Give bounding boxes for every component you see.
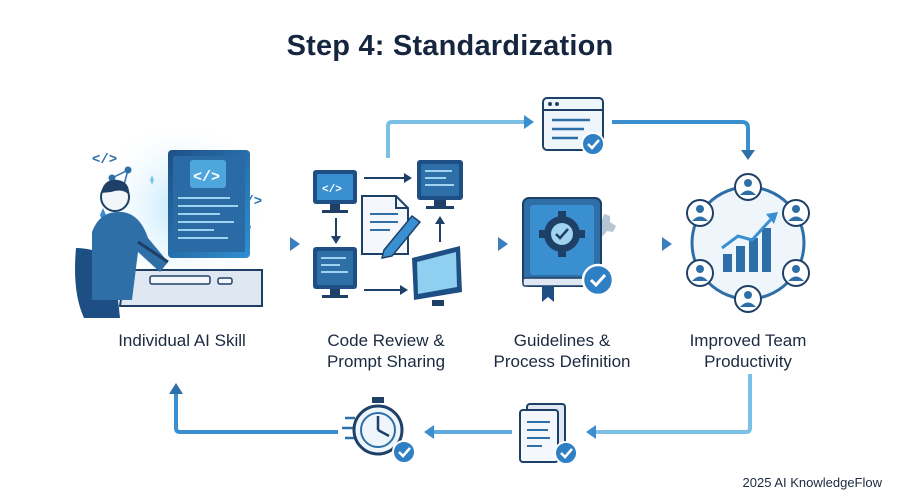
document-check-icon — [542, 97, 605, 156]
stage-label-line: Productivity — [704, 352, 792, 371]
team-member-icon — [734, 173, 762, 201]
developer-illustration-icon: </> </> </> — [75, 115, 270, 318]
flow-arrow — [386, 115, 534, 158]
stage-label-line: Improved Team — [689, 331, 807, 350]
guidelines-book-icon — [522, 197, 616, 302]
stage-label-guidelines: Guidelines & Process Definition — [472, 330, 652, 372]
flow-arrow — [474, 237, 508, 251]
team-member-icon — [782, 199, 810, 227]
stage-label-line: Process Definition — [493, 352, 631, 371]
code-review-cycle-icon: </> — [313, 160, 463, 306]
stopwatch-icon — [342, 397, 416, 464]
team-productivity-icon — [686, 173, 810, 313]
flow-arrow — [612, 120, 755, 160]
flow-arrow — [586, 374, 752, 439]
flow-arrow — [622, 237, 672, 251]
flow-arrow — [169, 383, 338, 434]
stage-label-line: Guidelines & — [513, 331, 611, 350]
flow-arrow — [424, 425, 512, 439]
code-symbol-icon: </> — [193, 169, 220, 186]
footer-credit: 2025 AI KnowledgeFlow — [742, 475, 882, 490]
team-member-icon — [782, 259, 810, 287]
flow-arrow — [268, 237, 300, 251]
team-member-icon — [686, 259, 714, 287]
stage-label-line: Prompt Sharing — [326, 352, 446, 371]
code-symbol-icon: </> — [92, 152, 117, 168]
code-symbol-icon: </> — [322, 184, 342, 196]
stage-label-individual-ai-skill: Individual AI Skill — [92, 330, 272, 351]
page-title: Step 4: Standardization — [286, 30, 614, 62]
stage-label-code-review: Code Review & Prompt Sharing — [296, 330, 476, 372]
team-member-icon — [686, 199, 714, 227]
stage-label-productivity: Improved Team Productivity — [658, 330, 838, 372]
team-member-icon — [734, 285, 762, 313]
stage-label-line: Code Review & — [327, 331, 445, 350]
documents-check-icon — [519, 403, 578, 465]
stage-label-line: Individual AI Skill — [118, 331, 246, 350]
